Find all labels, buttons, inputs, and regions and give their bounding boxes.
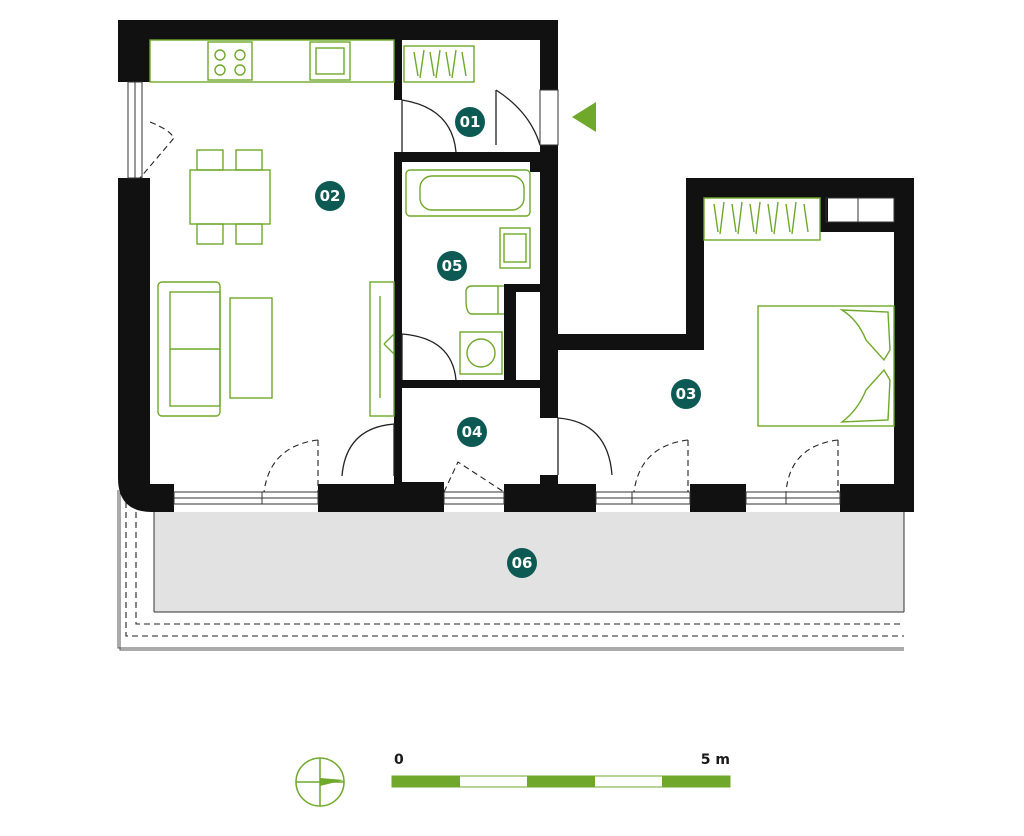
room-label-05: 05 [442, 257, 463, 275]
compass-icon [295, 757, 345, 807]
room-badge-05: 05 [437, 251, 467, 281]
walls [118, 20, 914, 512]
room-badge-06: 06 [507, 548, 537, 578]
scale-end-label: 5 m [701, 752, 730, 768]
room-badge-01: 01 [455, 107, 485, 137]
scale-start-label: 0 [394, 752, 404, 768]
room-badge-04: 04 [457, 417, 487, 447]
room-badge-03: 03 [671, 379, 701, 409]
doors [139, 89, 839, 493]
room-label-06: 06 [512, 554, 533, 572]
room-label-02: 02 [320, 187, 341, 205]
furniture [149, 39, 895, 427]
windows [127, 81, 895, 505]
triangle-arrow-icon [572, 102, 596, 132]
room-label-01: 01 [460, 113, 481, 131]
room-label-03: 03 [676, 385, 697, 403]
room-label-04: 04 [462, 423, 483, 441]
scale-bar: 0 5 m [391, 752, 731, 788]
room-badge-02: 02 [315, 181, 345, 211]
